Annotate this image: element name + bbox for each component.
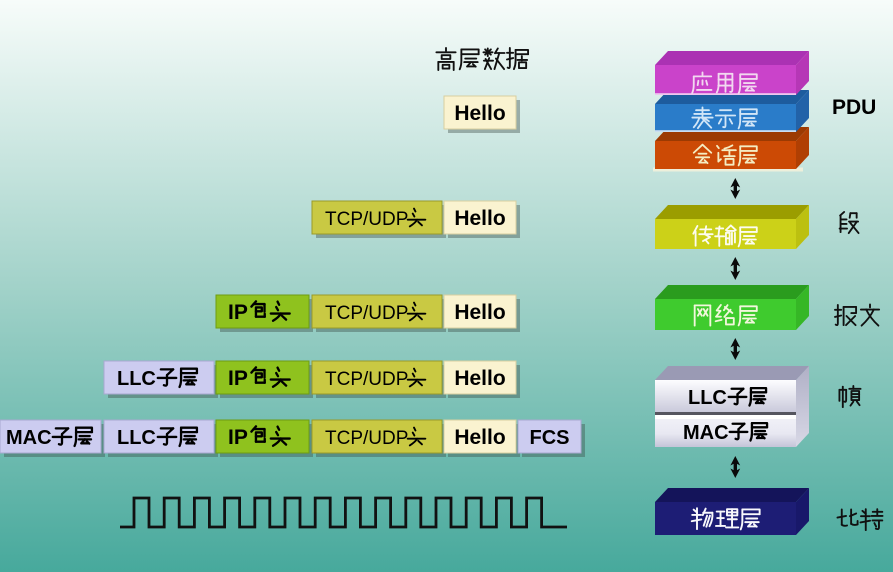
svg-text:TCP/UDP: TCP/UDP	[325, 369, 408, 390]
svg-text:LLC: LLC	[117, 427, 156, 449]
svg-text:Hello: Hello	[454, 426, 505, 449]
svg-text:Hello: Hello	[454, 102, 505, 125]
svg-text:Hello: Hello	[454, 301, 505, 324]
svg-text:MAC: MAC	[6, 427, 52, 449]
svg-text:TCP/UDP: TCP/UDP	[325, 428, 408, 449]
svg-text:TCP/UDP: TCP/UDP	[325, 303, 408, 324]
svg-text:PDU: PDU	[832, 96, 876, 119]
svg-text:IP: IP	[228, 367, 248, 390]
svg-text:IP: IP	[228, 301, 248, 324]
svg-text:FCS: FCS	[530, 427, 570, 449]
svg-text:MAC: MAC	[683, 422, 729, 444]
svg-text:LLC: LLC	[688, 387, 727, 409]
svg-text:LLC: LLC	[117, 368, 156, 390]
svg-text:Hello: Hello	[454, 367, 505, 390]
svg-text:TCP/UDP: TCP/UDP	[325, 209, 408, 230]
svg-text:IP: IP	[228, 426, 248, 449]
svg-text:Hello: Hello	[454, 207, 505, 230]
